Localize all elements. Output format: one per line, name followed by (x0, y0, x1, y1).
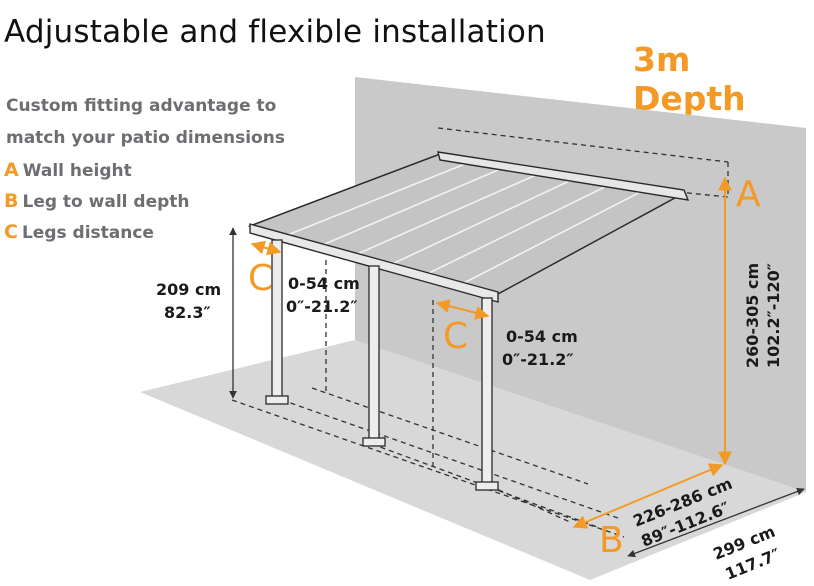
legs-distance-left-imperial: 0″-21.2″ (286, 297, 358, 316)
letter-a: A (736, 174, 761, 215)
letter-c-left: C (248, 258, 273, 299)
legs-distance-right-metric: 0-54 cm (506, 327, 578, 346)
wall-height-imperial: 102.2″-120″ (764, 263, 783, 368)
depth-badge: 3m Depth (633, 40, 746, 118)
leg-height-metric: 209 cm (156, 280, 221, 299)
page-title: Adjustable and flexible installation (4, 14, 546, 50)
leg-height-imperial: 82.3″ (164, 303, 211, 322)
roof-rib-2 (319, 164, 511, 247)
legs-distance-left-metric: 0-54 cm (288, 274, 360, 293)
roof-rib-6 (459, 186, 651, 286)
roof-rib-5 (424, 181, 616, 276)
legend-key-a: A (4, 159, 19, 181)
legend-label-a: Wall height (22, 161, 132, 181)
front-beam (249, 223, 499, 303)
legend-key-b: B (4, 190, 19, 212)
roof-rib-4 (389, 175, 581, 266)
leg-left (265, 239, 289, 405)
intro-line-2: match your patio dimensions (6, 128, 285, 148)
intro-line-1: Custom fitting advantage to (6, 96, 277, 116)
floor-guide-1 (231, 399, 625, 538)
depth-arrow (627, 487, 805, 558)
floor-guide-4 (489, 485, 571, 523)
wall-height-metric: 260-305 cm (743, 263, 762, 368)
wall-guide-top (437, 127, 729, 163)
leg-middle (362, 265, 386, 447)
letter-c-right: C (443, 316, 468, 357)
legs-distance-right-arrow (435, 299, 490, 320)
legs-distance-left-arrow (250, 240, 282, 256)
legend-label-b: Leg to wall depth (22, 192, 190, 212)
letter-b: B (599, 520, 624, 561)
roof-rib-3 (354, 170, 546, 256)
roof-rib-1 (284, 159, 476, 237)
leg-right (475, 297, 499, 491)
wall-mount-beam (437, 151, 690, 201)
legend-label-c: Legs distance (21, 223, 154, 243)
legs-distance-right-imperial: 0″-21.2″ (502, 350, 574, 369)
floor-guide-3 (311, 387, 589, 485)
legend-key-c: C (4, 221, 18, 243)
